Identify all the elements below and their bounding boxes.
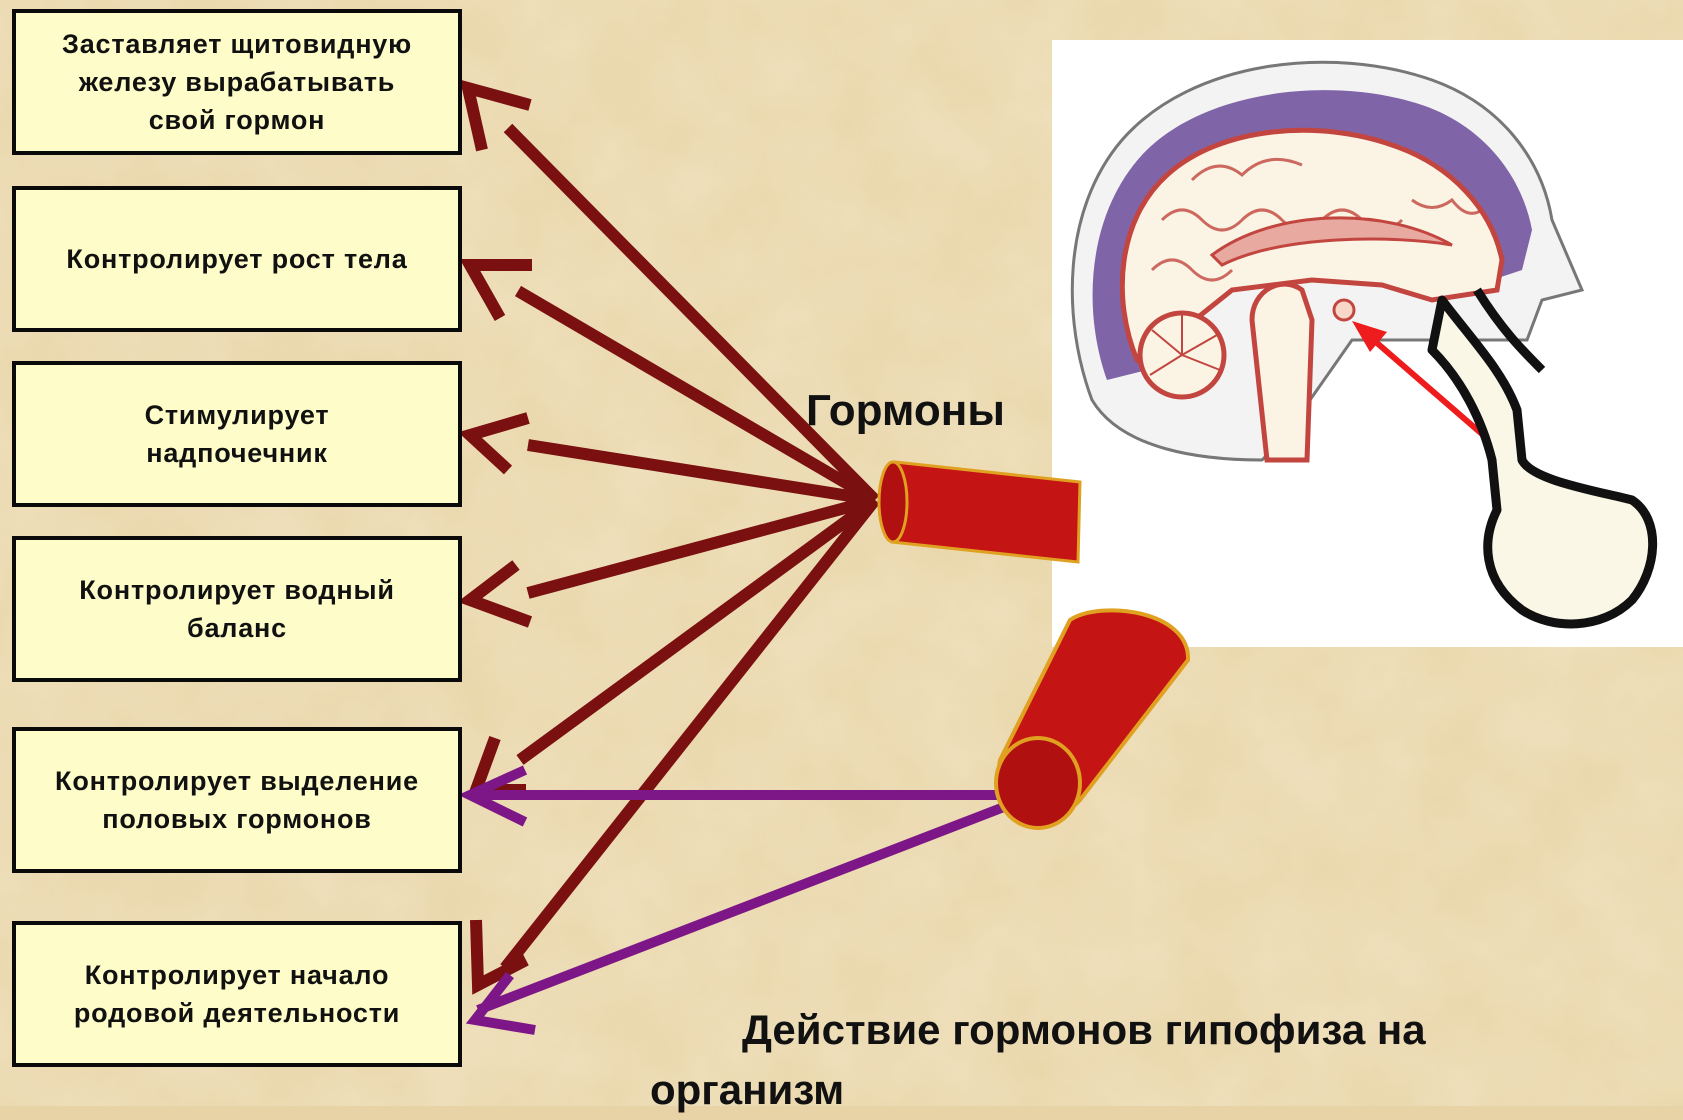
hormones-label: Гормоны	[806, 386, 1005, 436]
arrow-to-box-4	[528, 500, 875, 593]
arrowhead-4	[470, 565, 530, 622]
function-box-sex-hormones: Контролирует выделение половых гормонов	[12, 727, 462, 873]
function-box-water-balance: Контролирует водный баланс	[12, 536, 462, 682]
arrowhead-3	[470, 418, 528, 470]
function-box-labor-text: Контролирует начало родовой деятельности	[64, 956, 410, 1032]
function-box-water-balance-text: Контролирует водный баланс	[69, 571, 404, 647]
anterior-lobe-arrows	[468, 88, 875, 985]
function-box-labor: Контролирует начало родовой деятельности	[12, 921, 462, 1067]
diagram-caption: Действие гормонов гипофиза на организм	[650, 1000, 1530, 1120]
function-box-growth-text: Контролирует рост тела	[56, 240, 417, 278]
posterior-lobe-cylinder	[996, 610, 1188, 828]
function-box-thyroid-text: Заставляет щитовидную железу вырабатыват…	[52, 25, 422, 139]
function-box-sex-hormones-text: Контролирует выделение половых гормонов	[45, 762, 429, 838]
function-box-adrenal-text: Стимулирует надпочечник	[135, 396, 340, 472]
function-box-thyroid: Заставляет щитовидную железу вырабатыват…	[12, 9, 462, 155]
function-box-growth: Контролирует рост тела	[12, 186, 462, 332]
function-box-adrenal: Стимулирует надпочечник	[12, 361, 462, 507]
anterior-lobe-cylinder	[879, 462, 1080, 562]
